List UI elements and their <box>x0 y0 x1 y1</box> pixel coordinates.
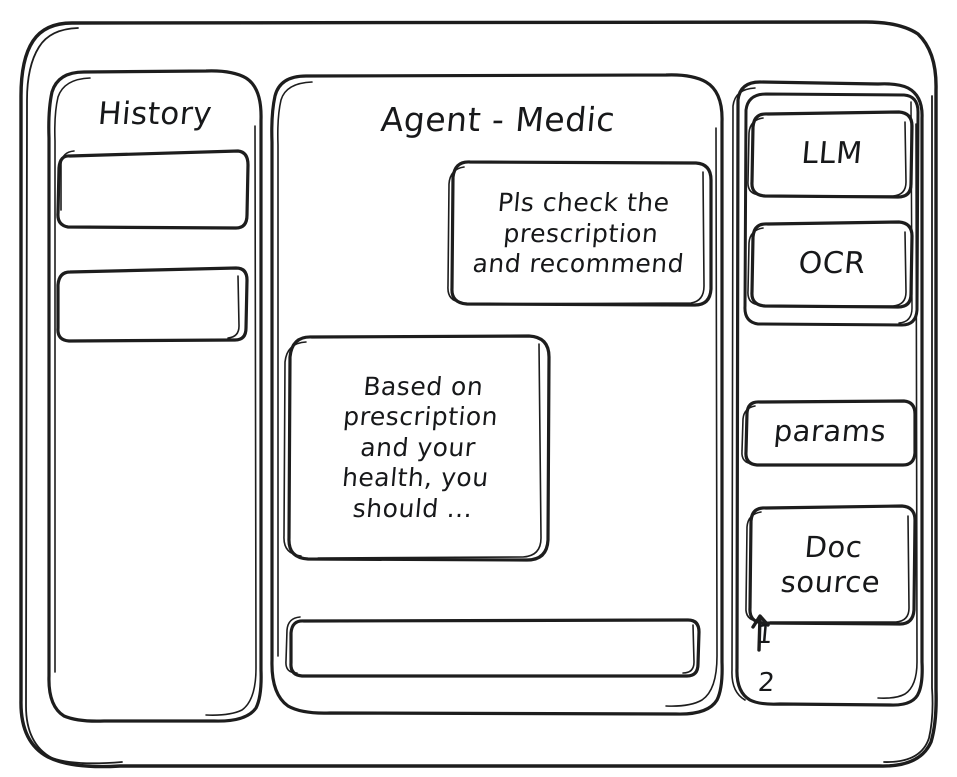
doc-source-label-line: source <box>779 565 882 599</box>
tool-button-ocr[interactable]: OCR <box>797 245 868 281</box>
history-panel-title: History <box>96 96 214 133</box>
message-line: and your <box>359 432 477 462</box>
history-list-item[interactable] <box>55 268 251 342</box>
message-line: health, you <box>340 463 490 493</box>
chat-title: Agent - Medic <box>379 99 617 139</box>
message-line: prescription <box>342 402 500 432</box>
message-line: Based on <box>362 371 485 401</box>
tool-button-params[interactable]: params <box>772 414 888 449</box>
message-line: should ... <box>351 493 474 523</box>
message-line: prescription <box>502 218 660 248</box>
message-line: Pls check the <box>496 188 671 218</box>
tool-button-llm[interactable]: LLM <box>800 135 865 171</box>
doc-source-label-line: Doc <box>803 529 864 564</box>
doc-source-entry-2[interactable]: 2 <box>756 668 777 699</box>
message-line: and recommend <box>471 249 686 279</box>
doc-source-entry-1[interactable]: 1 <box>754 620 775 651</box>
chat-message-user: Pls check the prescription and recommend <box>446 160 717 308</box>
history-list-item[interactable] <box>55 150 252 228</box>
tool-button-doc-source[interactable]: Doc source <box>744 505 920 625</box>
chat-message-agent: Based on prescription and your health, y… <box>278 334 558 562</box>
chat-input[interactable] <box>289 618 700 676</box>
